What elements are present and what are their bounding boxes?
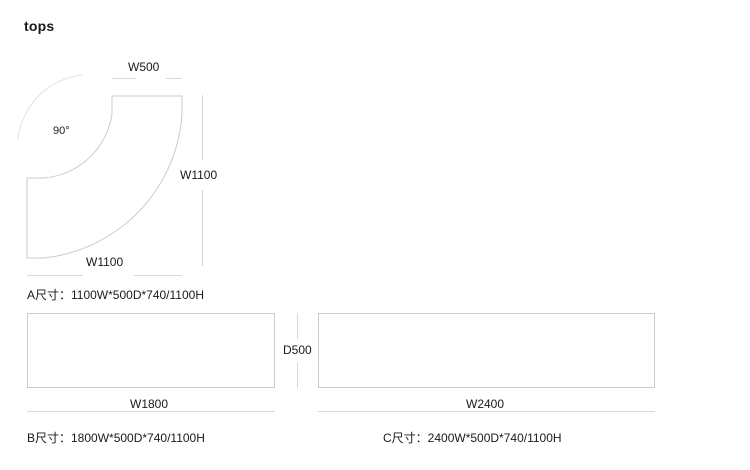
- dim-line-w500-right: [166, 78, 182, 79]
- angle-label-90: 90°: [53, 125, 70, 137]
- dim-label-w1100-right: W1100: [180, 168, 218, 182]
- dim-line-w2400: [318, 411, 655, 412]
- part-c-rectangle: [318, 313, 655, 388]
- dim-line-w500-left: [112, 78, 136, 79]
- part-b-rectangle: [27, 313, 275, 388]
- dim-line-w1100-bottom-right: [134, 275, 182, 276]
- angle-arc-90: [17, 74, 84, 141]
- dim-label-w1800: W1800: [130, 397, 169, 411]
- dim-line-w1100-right-lower: [202, 190, 203, 266]
- dim-line-w1100-bottom-left: [27, 275, 83, 276]
- part-a-drawing: 90°: [0, 60, 260, 280]
- caption-part-c: C尺寸：2400W*500D*740/1100H: [383, 431, 562, 445]
- dim-label-d500: D500: [283, 343, 312, 357]
- dim-line-d500-upper: [297, 313, 298, 339]
- dim-label-w2400: W2400: [466, 397, 505, 411]
- caption-part-a: A尺寸：1100W*500D*740/1100H: [27, 288, 204, 302]
- dim-label-w1100-bottom: W1100: [86, 255, 124, 269]
- dim-label-w500: W500: [128, 60, 160, 74]
- caption-part-b: B尺寸：1800W*500D*740/1100H: [27, 431, 205, 445]
- dim-line-w1100-right-upper: [202, 95, 203, 160]
- corner-top-svg: [17, 74, 183, 259]
- corner-top-outline: [26, 95, 183, 259]
- dim-line-d500-lower: [297, 362, 298, 388]
- dim-line-w1800: [27, 411, 275, 412]
- page-title: tops: [24, 18, 55, 34]
